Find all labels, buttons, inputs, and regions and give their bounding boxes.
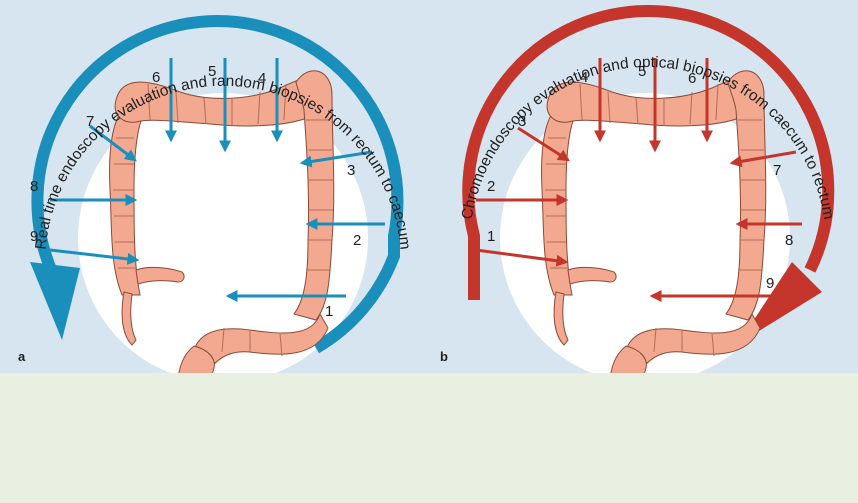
panel-a-number-3: 3 [347, 162, 355, 179]
lower-band [0, 373, 858, 503]
panel-b: 1 2 3 4 5 6 7 8 9 Chromoendoscopy evalua… [440, 11, 837, 373]
panel-b-number-2: 2 [487, 178, 495, 195]
panel-b-number-9: 9 [766, 275, 774, 292]
panel-a-number-1: 1 [325, 303, 333, 320]
panel-b-number-8: 8 [785, 232, 793, 249]
colon-diagram: 1 2 3 4 5 6 7 8 9 Real time endoscopy ev… [0, 0, 858, 373]
panel-a-number-8: 8 [30, 178, 38, 195]
panel-b-number-7: 7 [773, 162, 781, 179]
panel-a-number-2: 2 [353, 232, 361, 249]
panel-b-label: b [440, 349, 448, 364]
panel-a: 1 2 3 4 5 6 7 8 9 Real time endoscopy ev… [18, 21, 413, 373]
panel-a-label: a [18, 349, 26, 364]
panel-a-arc-arrowhead [30, 262, 80, 340]
panel-a-number-6: 6 [152, 69, 160, 86]
panel-b-number-1: 1 [487, 228, 495, 245]
